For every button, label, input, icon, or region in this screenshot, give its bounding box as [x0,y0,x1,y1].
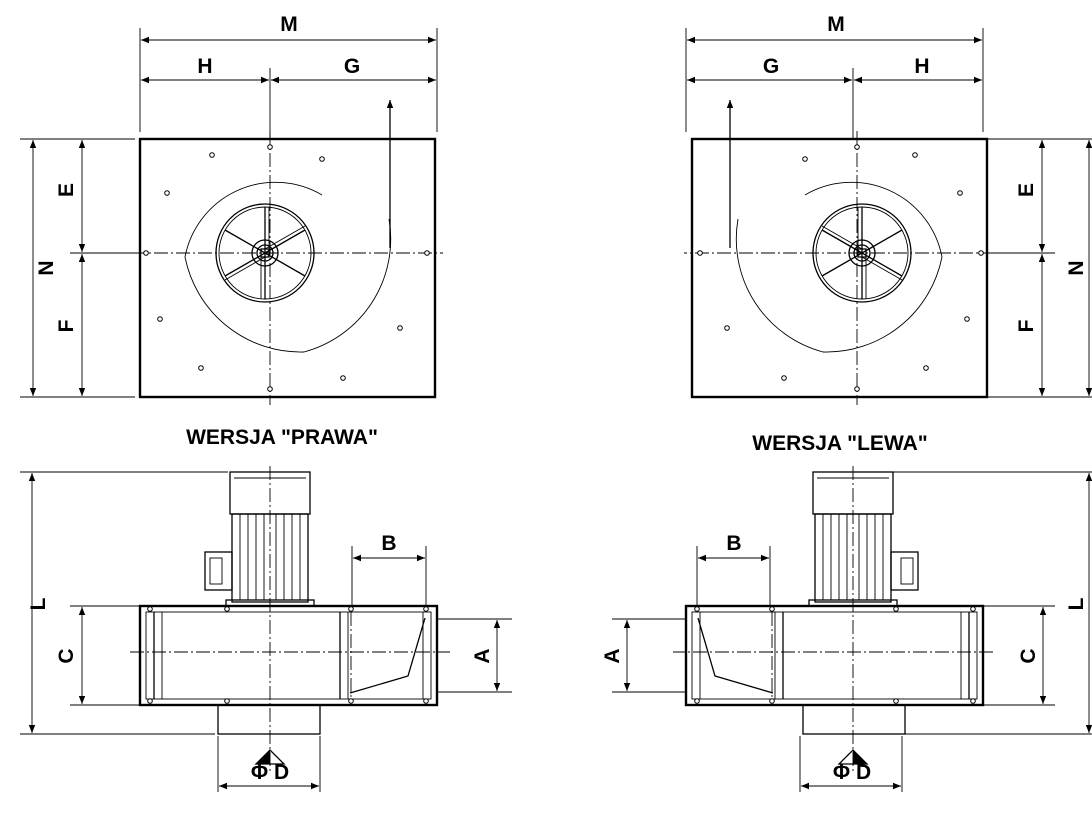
label-l-left: L [1065,597,1088,610]
label-e: E [55,183,78,197]
dimension-n-e-f-right-version: N E F [20,138,135,398]
label-diameter-d-left: Φ D [833,761,871,784]
label-h-left: H [914,55,929,78]
label-b: B [381,532,396,555]
label-g-left: G [763,55,779,78]
label-l: L [27,597,50,610]
dimension-h-g-right-version: H G [141,55,436,139]
title-right-version: WERSJA "PRAWA" [186,426,378,449]
dimension-m-left-version: M [685,13,984,132]
top-view-right-version [130,100,445,407]
dimension-e-f-n-left-version: E F N [988,138,1092,398]
label-a-left: A [601,648,624,663]
label-e-left: E [1015,183,1038,197]
label-m: M [280,13,298,36]
label-f: F [55,319,78,332]
label-c-left: C [1017,648,1040,663]
label-a: A [471,648,494,663]
label-c: C [55,648,78,663]
label-n-left: N [1065,260,1088,275]
top-view-left-version [682,100,997,407]
dimension-g-h-left-version: G H [687,55,982,139]
label-m-left: M [827,13,845,36]
dimension-side-right-version: L C A B Φ D [20,471,512,792]
label-g: G [344,55,360,78]
dimension-m-right-version: M [139,13,438,132]
dimension-side-left-version: L C A B Φ D [601,471,1092,792]
side-view-right-version [128,464,452,774]
label-diameter-d: Φ D [251,761,289,784]
label-b-left: B [726,532,741,555]
label-f-left: F [1015,319,1038,332]
side-view-left-version [671,464,995,774]
title-left-version: WERSJA "LEWA" [752,432,927,455]
label-n: N [35,260,58,275]
label-h: H [197,55,212,78]
